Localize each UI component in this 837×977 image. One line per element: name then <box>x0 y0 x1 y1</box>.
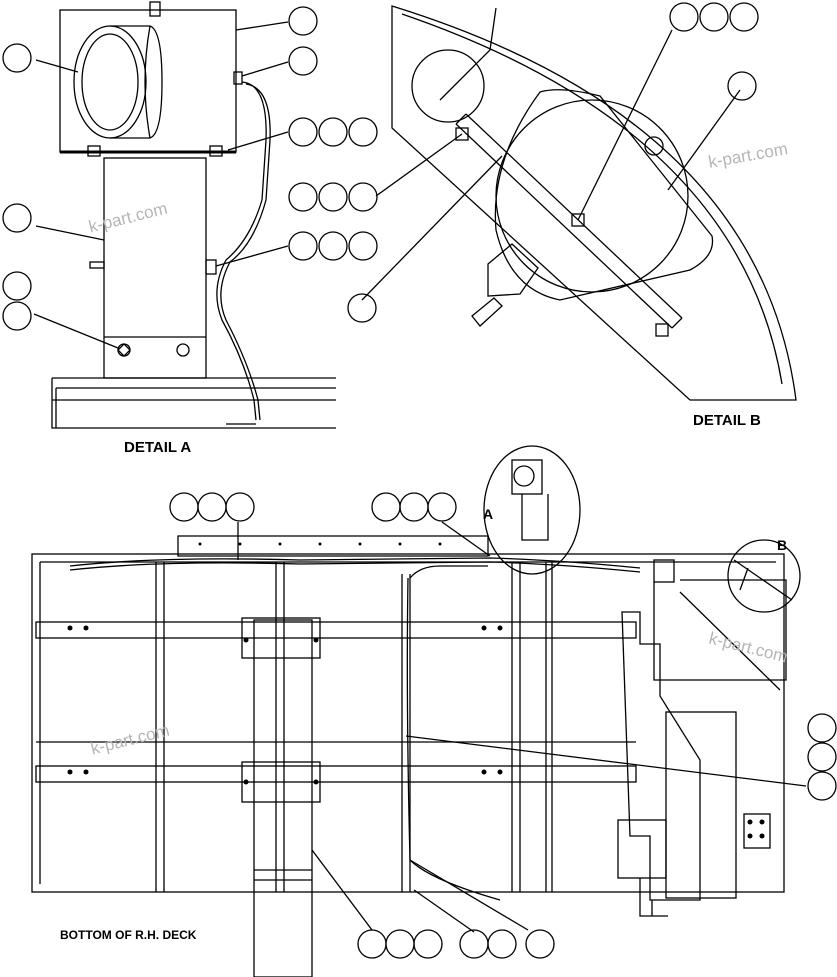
deck-bottom-caption: BOTTOM OF R.H. DECK <box>60 928 197 942</box>
callout-letter-b: B <box>777 537 788 553</box>
callout-letter-a: A <box>483 506 494 522</box>
deck-bottom-view <box>31 445 837 977</box>
detail-a-view <box>2 1 378 429</box>
detail-b-view <box>347 2 797 401</box>
detail-a-caption: DETAIL A <box>124 439 192 456</box>
detail-b-caption: DETAIL B <box>693 412 761 429</box>
